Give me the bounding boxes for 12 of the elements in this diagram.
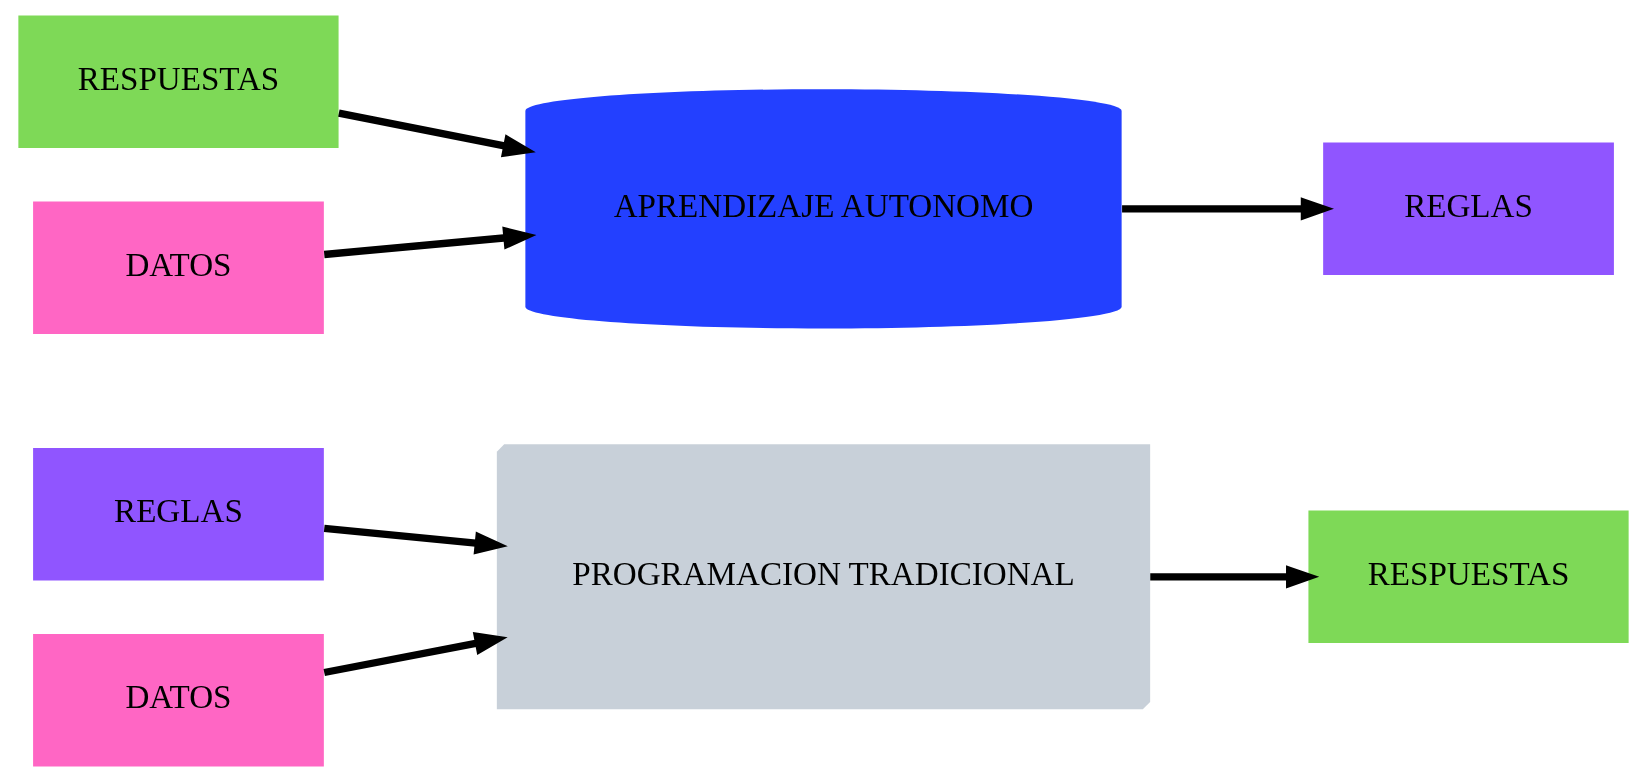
arrow bbox=[323, 226, 537, 259]
node-box: RESPUESTAS bbox=[1308, 510, 1629, 644]
node-box: DATOS bbox=[33, 633, 324, 767]
arrow bbox=[1150, 565, 1320, 589]
node-box: REGLAS bbox=[33, 448, 324, 581]
arrow bbox=[1122, 197, 1334, 221]
node-box: DATOS bbox=[33, 201, 324, 334]
arrow bbox=[323, 632, 508, 677]
arrow bbox=[338, 109, 536, 158]
node-box: RESPUESTAS bbox=[18, 15, 339, 149]
node-box: REGLAS bbox=[1323, 142, 1614, 276]
arrow bbox=[323, 524, 508, 555]
